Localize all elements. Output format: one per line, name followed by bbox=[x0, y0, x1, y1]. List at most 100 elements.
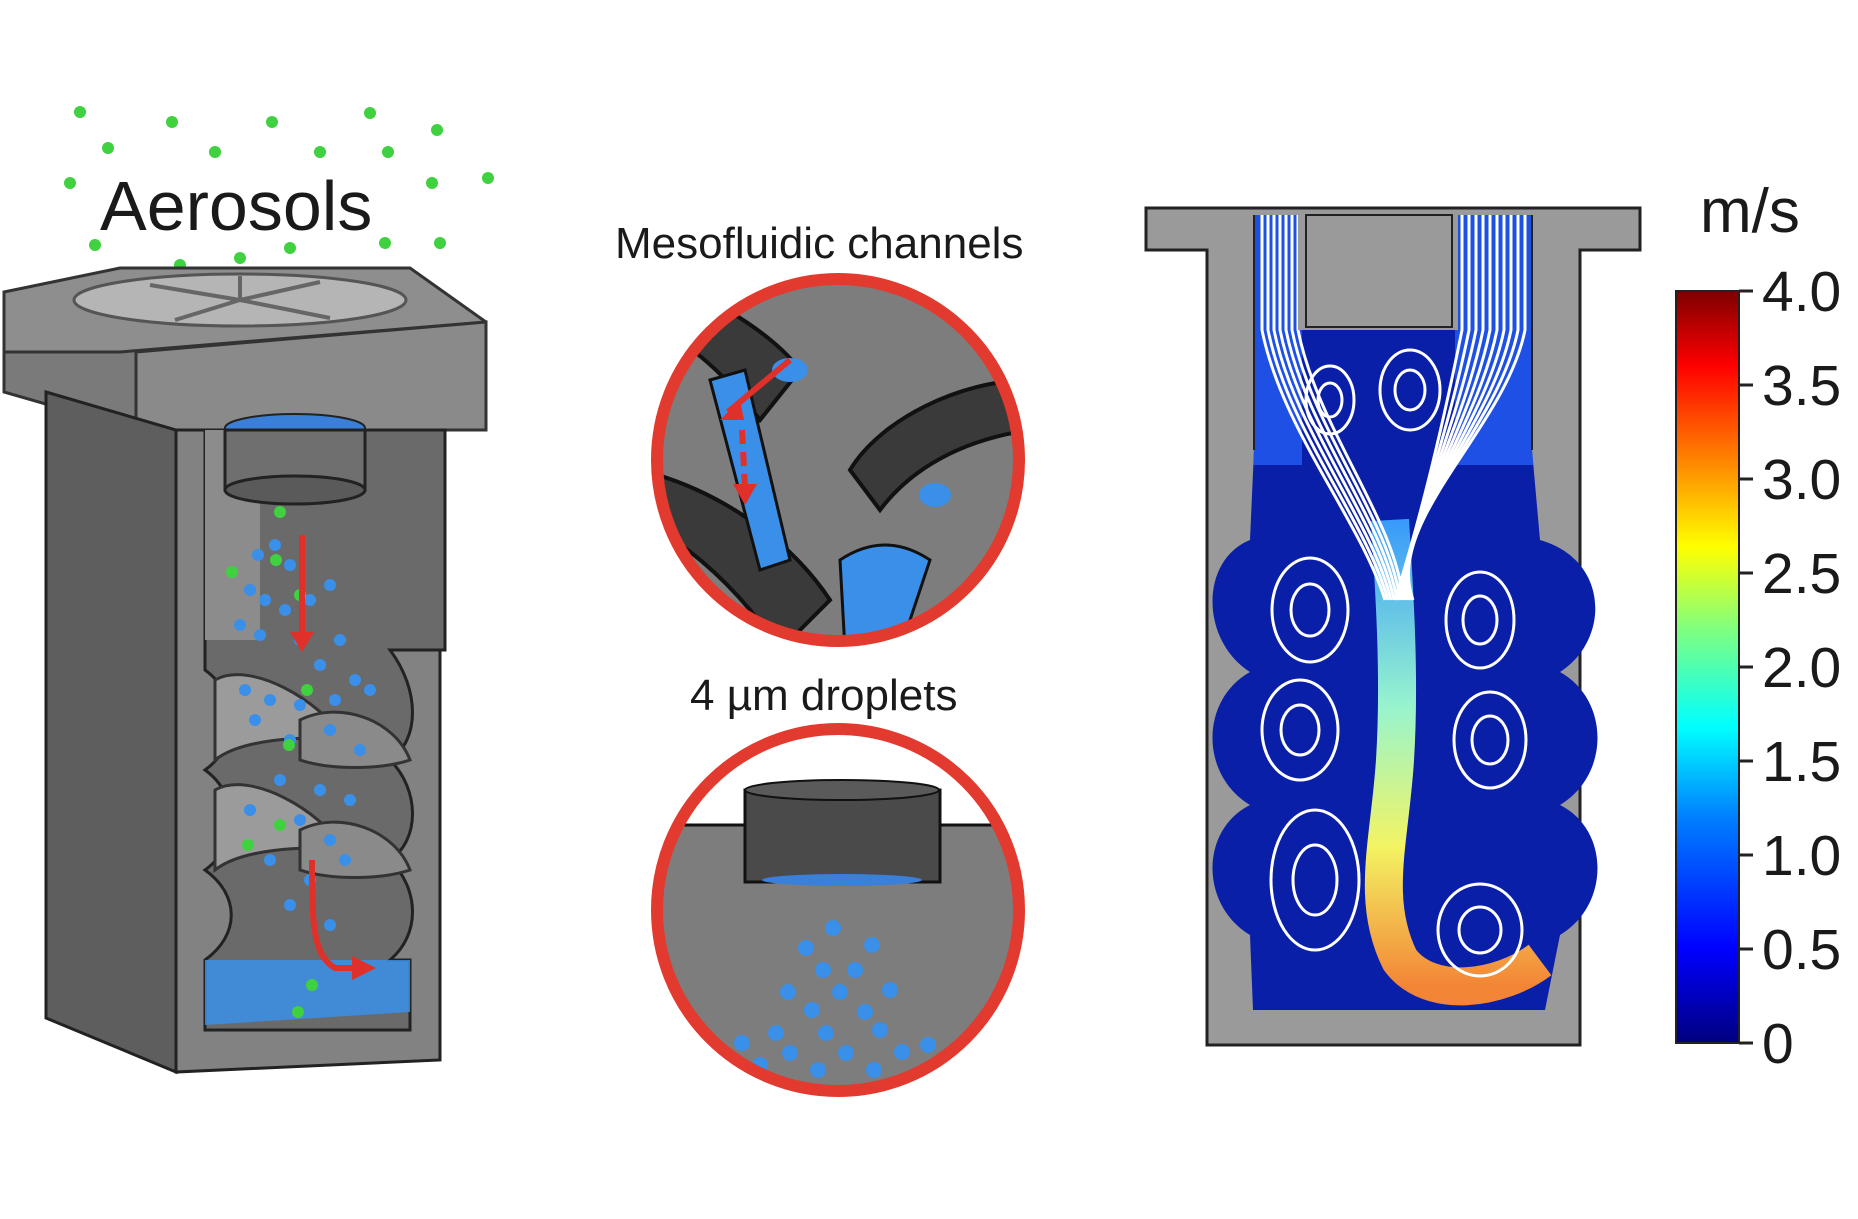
droplet bbox=[857, 1004, 873, 1020]
streamline bbox=[1266, 215, 1390, 601]
aerosol-particle bbox=[434, 237, 446, 249]
droplet bbox=[344, 794, 356, 806]
device-vent-blades bbox=[149, 276, 331, 322]
droplet bbox=[815, 962, 831, 978]
droplet bbox=[825, 920, 841, 936]
aerosol-particle bbox=[242, 839, 254, 851]
velocity-colorbar: m/s 4.03.53.02.52.01.51.00.50 bbox=[1675, 177, 1841, 1076]
aerosol-particle bbox=[270, 554, 282, 566]
droplet bbox=[734, 1035, 750, 1051]
vortex-streamline bbox=[1436, 882, 1524, 978]
droplet bbox=[349, 674, 361, 686]
droplet bbox=[798, 940, 814, 956]
streamline bbox=[1272, 215, 1393, 601]
inset-ring-top bbox=[651, 273, 1025, 647]
droplet bbox=[364, 684, 376, 696]
droplet bbox=[780, 984, 796, 1000]
aerosol-particle bbox=[364, 107, 376, 119]
vortex-streamline bbox=[1457, 905, 1503, 955]
vortex-streamline bbox=[1270, 556, 1350, 664]
streamlines bbox=[1260, 215, 1528, 978]
colorbar-tick-label: 1.5 bbox=[1762, 730, 1841, 794]
aerosol-particle bbox=[284, 242, 296, 254]
aerosol-particle bbox=[234, 252, 246, 264]
inset-ring-bottom bbox=[651, 723, 1025, 1097]
aerosol-particle bbox=[274, 819, 286, 831]
droplet bbox=[334, 634, 346, 646]
droplet bbox=[324, 919, 336, 931]
droplet bbox=[782, 1045, 798, 1061]
droplet bbox=[314, 659, 326, 671]
vortex-streamline bbox=[1291, 843, 1339, 917]
colorbar-ticks: 4.03.53.02.52.01.51.00.50 bbox=[1739, 260, 1841, 1076]
vortex-streamline bbox=[1393, 368, 1427, 412]
droplet bbox=[810, 1062, 826, 1078]
streamline bbox=[1260, 215, 1387, 601]
aerosol-particle bbox=[426, 177, 438, 189]
droplet bbox=[920, 1037, 936, 1053]
droplet bbox=[244, 584, 256, 596]
vortex-streamline bbox=[1269, 808, 1361, 952]
droplet bbox=[239, 684, 251, 696]
mesofluidic-channels-label: Mesofluidic channels bbox=[615, 219, 1023, 268]
inset-droplets bbox=[651, 723, 1025, 1097]
colorbar-tick-label: 3.0 bbox=[1762, 448, 1841, 512]
droplet bbox=[832, 984, 848, 1000]
droplet bbox=[264, 694, 276, 706]
droplet bbox=[294, 814, 306, 826]
droplet bbox=[244, 804, 256, 816]
inset-channels bbox=[651, 273, 1025, 647]
droplet bbox=[304, 594, 316, 606]
droplet bbox=[234, 619, 246, 631]
droplet bbox=[847, 962, 863, 978]
device-droplets bbox=[226, 506, 376, 1018]
inset-droplet-spray bbox=[734, 920, 936, 1091]
droplet bbox=[882, 982, 898, 998]
velocity-simulation bbox=[1144, 206, 1642, 1047]
droplet bbox=[864, 937, 880, 953]
inset-panels: Mesofluidic channels 4 µm droplets bbox=[615, 219, 1025, 1097]
colorbar-unit: m/s bbox=[1700, 177, 1800, 246]
colorbar-gradient bbox=[1675, 290, 1740, 1044]
device-body-side bbox=[44, 389, 178, 1075]
inset-nozzle bbox=[743, 788, 942, 884]
aerosol-particle bbox=[226, 566, 238, 578]
aerosol-particle bbox=[166, 116, 178, 128]
colorbar-tick-label: 1.0 bbox=[1762, 824, 1841, 888]
aerosol-particle bbox=[379, 237, 391, 249]
vortex-streamline bbox=[1289, 582, 1331, 638]
aerosols-label: Aerosols bbox=[100, 167, 372, 245]
droplet bbox=[259, 594, 271, 606]
aerosol-particle bbox=[74, 106, 86, 118]
aerosol-particle bbox=[64, 177, 76, 189]
colorbar-tick-label: 2.5 bbox=[1762, 542, 1841, 606]
vortex-streamline bbox=[1279, 703, 1321, 757]
droplet bbox=[329, 694, 341, 706]
aerosol-particle bbox=[274, 506, 286, 518]
streamline bbox=[1407, 215, 1527, 601]
droplet bbox=[284, 899, 296, 911]
vortex-streamline bbox=[1304, 364, 1356, 436]
colorbar-tick-label: 2.0 bbox=[1762, 636, 1841, 700]
droplet bbox=[264, 854, 276, 866]
aerosol-particle bbox=[382, 146, 394, 158]
streamline bbox=[1296, 215, 1405, 601]
aerosol-particle bbox=[89, 239, 101, 251]
aerosol-particle bbox=[306, 979, 318, 991]
sim-jet bbox=[1364, 518, 1552, 1006]
aerosol-particle bbox=[314, 146, 326, 158]
droplet bbox=[324, 579, 336, 591]
aerosol-particle bbox=[431, 124, 443, 136]
aerosol-particle bbox=[283, 739, 295, 751]
droplet bbox=[254, 629, 266, 641]
droplet bbox=[314, 784, 326, 796]
droplet bbox=[838, 1045, 854, 1061]
colorbar-tick-label: 3.5 bbox=[1762, 354, 1841, 418]
aerosol-particle bbox=[209, 146, 221, 158]
droplet bbox=[339, 854, 351, 866]
droplet bbox=[866, 1062, 882, 1078]
sim-inlet-block bbox=[1305, 214, 1453, 328]
aerosol-particle bbox=[482, 172, 494, 184]
aerosol-particle bbox=[266, 116, 278, 128]
